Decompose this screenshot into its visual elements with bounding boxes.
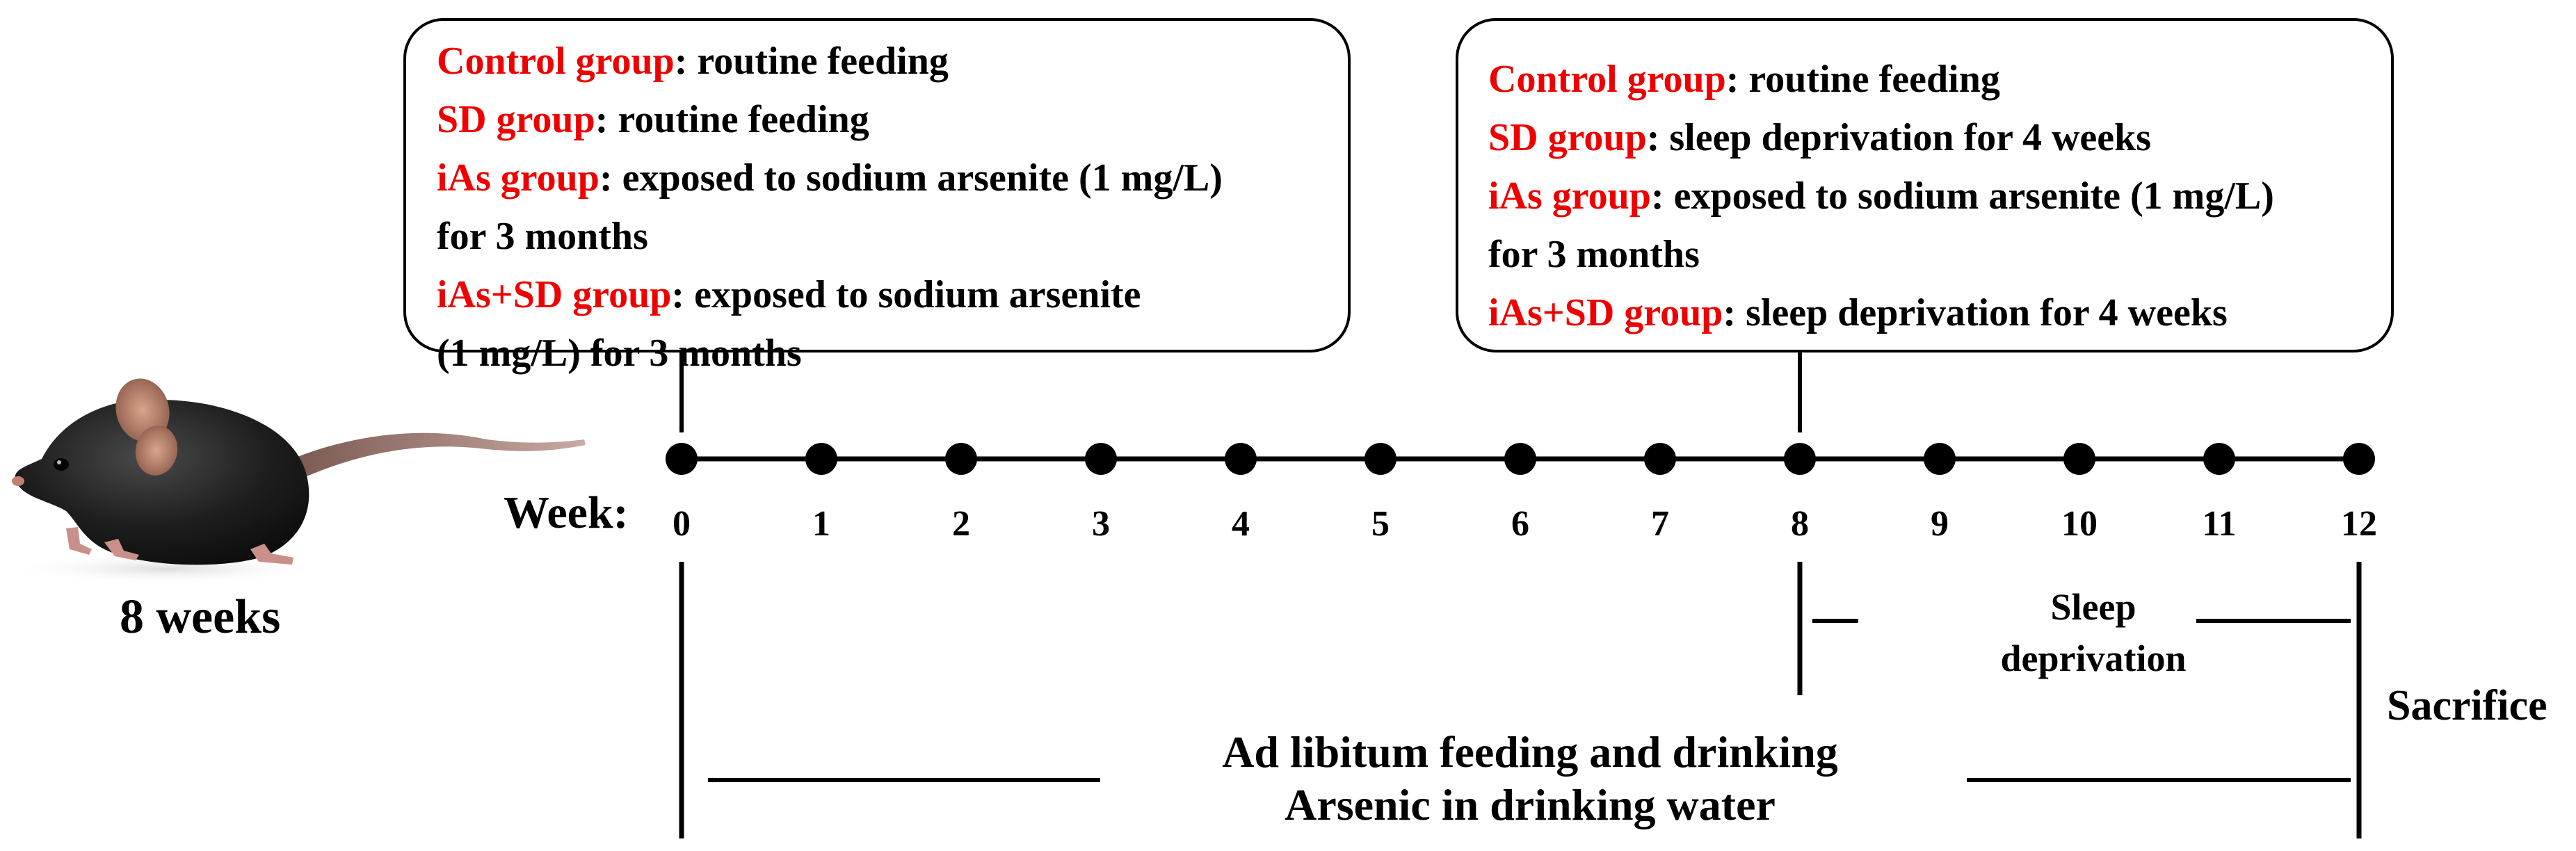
sleep-deprivation-line-1: Sleep [2050,586,2136,628]
week-node [805,443,837,475]
front-paw [66,527,92,555]
group-name: SD group [437,98,595,141]
box-line: iAs group: exposed to sodium arsenite (1… [437,149,1348,207]
group-name: iAs+SD group [1488,291,1723,334]
mouse-age-label: 8 weeks [120,590,281,644]
box-line: iAs group: exposed to sodium arsenite (1… [1488,167,2391,225]
group-name: Control group [437,40,675,83]
week-tick-label: 0 [673,504,691,544]
week-tick-label: 2 [952,504,970,544]
group-treatment: : exposed to sodium arsenite (1 mg/L) [1650,175,2274,218]
box-line: iAs+SD group: sleep deprivation for 4 we… [1488,284,2391,342]
box-line: SD group: routine feeding [437,90,1348,149]
week-node [945,443,977,475]
box-line: for 3 months [437,207,1348,266]
week-8-group-box: Control group: routine feeding SD group:… [1456,18,2394,352]
group-name: iAs+SD group [437,273,672,316]
group-name: SD group [1488,116,1647,159]
week-tick-label: 12 [2341,504,2377,544]
group-treatment: : exposed to sodium arsenite (1 mg/L) [599,156,1223,200]
week-tick-label: 3 [1092,504,1110,544]
box-line: Control group: routine feeding [1488,50,2391,108]
shadow [7,553,327,584]
mouse-illustration [7,378,586,584]
group-treatment: for 3 months [437,215,648,258]
sleep-deprivation-label: Sleep deprivation [1989,581,2198,684]
week-tick-label: 7 [1651,504,1669,544]
week-tick-label: 4 [1232,504,1250,544]
group-name: Control group [1488,58,1726,101]
week-node [1504,443,1536,475]
box-line: (1 mg/L) for 3 months [437,324,1348,382]
group-treatment: : sleep deprivation for 4 weeks [1646,116,2152,159]
week-tick-label: 11 [2202,504,2236,544]
week-axis-label: Week: [504,487,629,538]
week-tick-label: 5 [1371,504,1390,544]
sleep-deprivation-line-2: deprivation [2000,638,2187,679]
ad-libitum-line-2: Arsenic in drinking water [1285,780,1776,829]
group-treatment: for 3 months [1488,233,1700,276]
group-treatment: : sleep deprivation for 4 weeks [1723,291,2228,334]
week-tick-label: 9 [1931,504,1949,544]
mouse-ear [135,426,178,476]
group-treatment: (1 mg/L) for 3 months [437,332,802,375]
group-treatment: : routine feeding [674,40,949,83]
ad-libitum-label: Ad libitum feeding and drinking Arsenic … [1182,726,1878,832]
week-node [2063,443,2095,475]
week-node [1225,443,1257,475]
week-node [666,443,698,475]
week-tick-label: 10 [2061,504,2098,544]
group-treatment: : routine feeding [595,98,869,141]
week-node [1085,443,1117,475]
week-node [1784,443,1816,475]
week-node [1365,443,1396,475]
box-line: iAs+SD group: exposed to sodium arsenite [437,266,1348,324]
front-paw [104,539,139,560]
group-name: iAs group [437,156,599,200]
box-line: for 3 months [1488,225,2391,284]
group-treatment: : exposed to sodium arsenite [671,273,1141,316]
sacrifice-label: Sacrifice [2387,682,2547,729]
box-line: Control group: routine feeding [437,32,1348,90]
week-tick-label: 8 [1791,504,1809,544]
week-tick-label: 1 [812,504,830,544]
group-treatment: : routine feeding [1725,58,2000,101]
tail [292,432,586,480]
group-name: iAs group [1488,175,1651,218]
mouse-nose [12,476,24,486]
eye-highlight [57,460,61,464]
box-line: SD group: sleep deprivation for 4 weeks [1488,108,2391,167]
week-0-group-box: Control group: routine feeding SD group:… [403,18,1351,375]
timeline [666,443,2375,475]
week-node [2203,443,2235,475]
mouse-body [15,399,309,565]
timeline-arrows [679,352,2362,838]
week-node [1644,443,1676,475]
hind-paw [250,544,293,565]
ad-libitum-line-1: Ad libitum feeding and drinking [1222,727,1838,777]
week-node [1924,443,1956,475]
week-node [2343,443,2375,475]
week-tick-label: 6 [1511,504,1529,544]
